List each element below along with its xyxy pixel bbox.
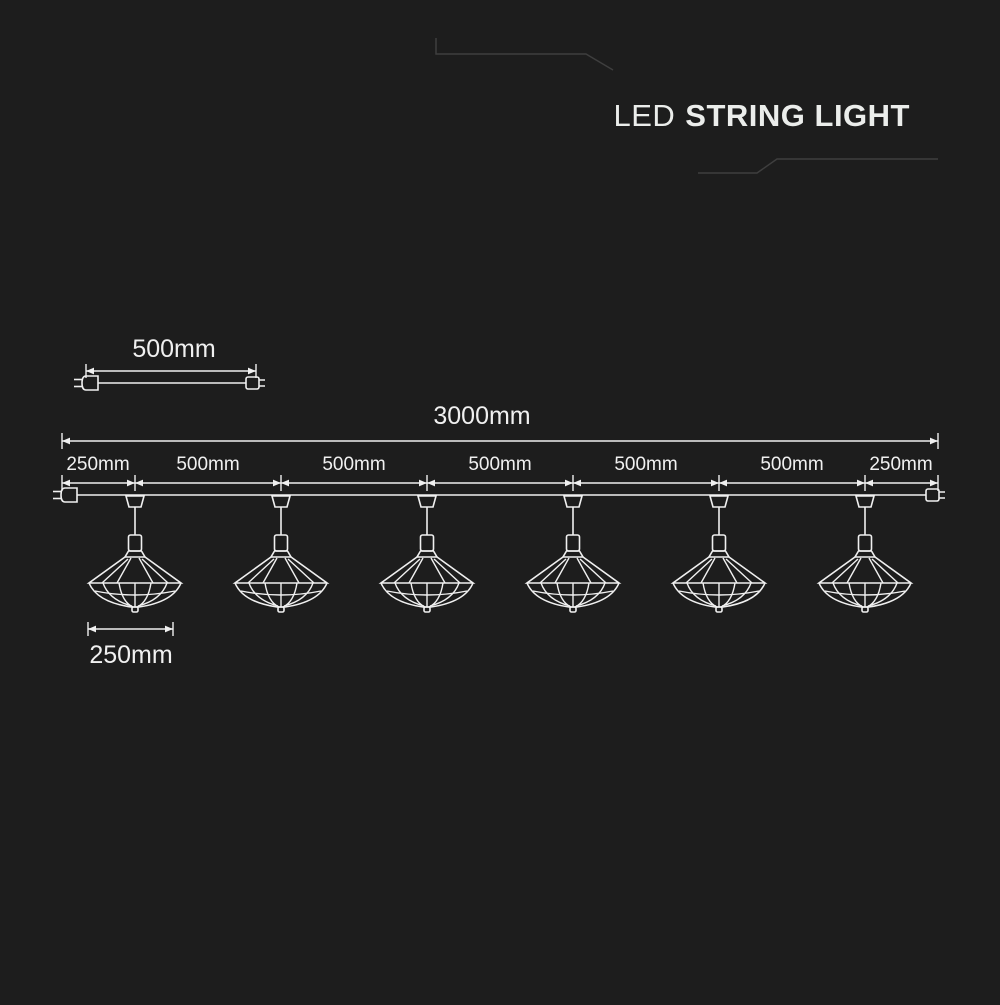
cable-diagram: 500mm xyxy=(73,335,266,391)
total-length-label: 3000mm xyxy=(433,402,530,430)
connector-icon xyxy=(925,488,946,502)
pendant-lamp xyxy=(88,495,182,613)
segment-label-3: 500mm xyxy=(322,454,385,475)
title-rest: STRING LIGHT xyxy=(685,98,910,133)
pendant-lamp xyxy=(818,495,912,613)
decor-line-top xyxy=(435,38,614,71)
connector-icon xyxy=(245,376,266,390)
pendant-lamp xyxy=(380,495,474,613)
segment-label-2: 500mm xyxy=(176,454,239,475)
string-diagram: 3000mm 250mm 500mm 500mm 500mm 500mm 500… xyxy=(52,402,946,669)
page-title: LED STRING LIGHT xyxy=(613,98,910,134)
segment-label-6: 500mm xyxy=(760,454,823,475)
plug-icon xyxy=(73,375,99,391)
plug-icon xyxy=(52,487,78,503)
title-led: LED xyxy=(613,98,676,133)
segment-label-4: 500mm xyxy=(468,454,531,475)
pendant-lamp xyxy=(234,495,328,613)
segment-label-1: 250mm xyxy=(66,454,129,475)
segment-label-5: 500mm xyxy=(614,454,677,475)
pendant-lamp xyxy=(526,495,620,613)
segment-label-7: 250mm xyxy=(869,454,932,475)
lamp-dimension-label: 250mm xyxy=(89,641,172,669)
pendant-lamp xyxy=(672,495,766,613)
decor-line-right xyxy=(698,158,938,174)
cable-length-label: 500mm xyxy=(132,335,215,363)
lamp-dimension: 250mm xyxy=(87,622,174,669)
